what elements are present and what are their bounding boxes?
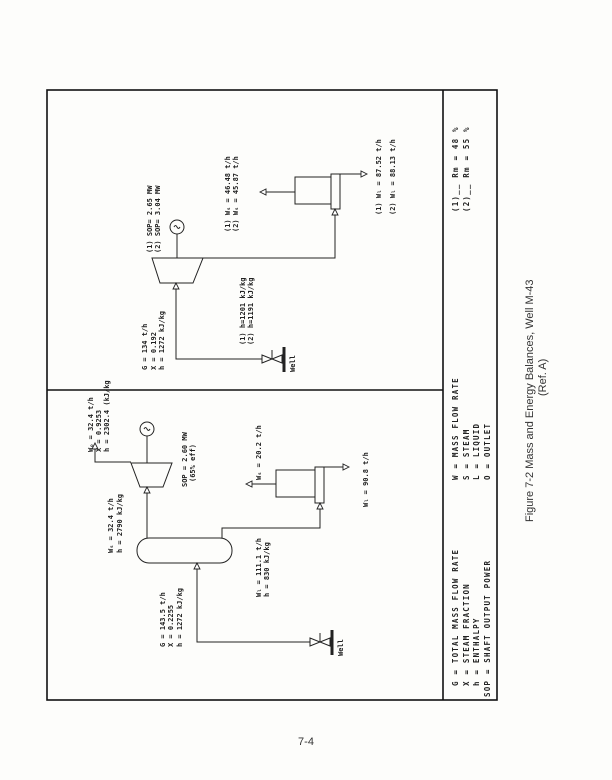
separator-liquid-enthalpy-label: h = 830 kJ/kg: [263, 542, 271, 597]
exhaust-flow-label: Wₒ = 32.4 t/h: [87, 397, 95, 452]
well-label: Well: [289, 355, 297, 372]
sop-case1-label: (1) SOP= 2.65 MW: [146, 185, 154, 253]
flash-steam-arrow-icon: [244, 480, 253, 488]
flash-steam-label: Wₛ = 20.2 t/h: [255, 425, 263, 480]
legend-item: W = MASS FLOW RATE: [451, 377, 460, 480]
well-flow-label: G = 134 t/h: [141, 324, 149, 370]
flash-tank-icon: [314, 466, 325, 504]
exhaust-enthalpy-label: h = 2302.4 (kJ/kg: [103, 380, 111, 452]
well-flow-label: G = 143.5 t/h: [159, 592, 167, 647]
exhaust-enthalpy-case1-label: (1) h=1201 kJ/kg: [239, 278, 247, 345]
separator-liquid-line: [221, 509, 321, 538]
legend-case1: (1)__ Rm = 48 %: [451, 126, 460, 212]
flash-steam-dome-icon: [294, 176, 332, 205]
wellhead-valve-icon: [261, 347, 286, 372]
exhaust-fraction-label: X = 0.9253: [95, 410, 103, 452]
well-fraction-label: X = 0.192: [150, 332, 158, 370]
right-diagram: Well (1) SOP= 2.65 MW (2) SOP= 3.04 MW G…: [141, 139, 397, 372]
page-number: 7-4: [298, 736, 314, 748]
wellhead-valve-icon: [309, 630, 334, 655]
left-diagram: Well Wₒ = 32.4 t/h X = 0.9253 h = 2302.4…: [87, 380, 370, 656]
legend-item: L = LIQUID: [472, 423, 481, 480]
turbine-inlet-enthalpy-label: h = 2790 kJ/kg: [116, 494, 124, 553]
figure-caption: Figure 7-2 Mass and Energy Balances, Wel…: [524, 279, 536, 522]
flash-inlet-arrow-icon: [316, 501, 324, 510]
legend-item: h = ENTHALPY: [472, 617, 481, 686]
steam-arrow-icon: [143, 485, 151, 494]
well-label: Well: [337, 639, 345, 656]
turbine-exhaust-line: [203, 215, 336, 259]
figure-frame: [46, 89, 498, 701]
flash-tank-icon: [330, 173, 341, 210]
figure-caption-ref: (Ref. A): [537, 359, 549, 396]
exhaust-line: [94, 448, 131, 463]
generator-sine-icon: [143, 427, 151, 431]
well-fraction-label: X = 0.2255: [167, 605, 175, 647]
turbine-inlet-flow-label: Wₛ = 32.4 t/h: [107, 498, 115, 553]
legend-item: X = STEAM FRACTION: [462, 583, 471, 686]
exhaust-arrow-icon: [91, 441, 99, 450]
well-inlet-line: [175, 289, 262, 360]
generator-sine-icon: [173, 225, 181, 229]
inlet-arrow-icon: [193, 561, 201, 570]
flash-steam-case2-label: (2) Wₛ = 45.87 t/h: [232, 156, 240, 232]
liquid-out-arrow-icon: [360, 170, 369, 178]
flash-steam-case1-label: (1) Wₛ = 46.48 t/h: [224, 156, 232, 232]
legend-item: G = TOTAL MASS FLOW RATE: [451, 549, 460, 686]
liquid-out-case2-label: (2) Wₗ = 88.13 t/h: [389, 139, 397, 215]
well-inlet-line: [196, 569, 310, 643]
liquid-out-label: Wₗ = 90.8 t/h: [362, 452, 370, 507]
legend-item: O = OUTLET: [483, 423, 492, 480]
separator-liquid-flow-label: Wₗ = 111.1 t/h: [255, 538, 263, 597]
separator-vessel-icon: [136, 537, 233, 564]
sop-label: SOP = 2.60 MW: [181, 431, 189, 487]
sop-case2-label: (2) SOP= 3.04 MW: [154, 185, 162, 253]
legend: G = TOTAL MASS FLOW RATE X = STEAM FRACT…: [451, 126, 492, 697]
liquid-out-case1-label: (1) Wₗ = 87.52 t/h: [375, 139, 383, 215]
flash-steam-dome-icon: [275, 469, 316, 498]
exhaust-enthalpy-case2-label: (2) h=1191 kJ/kg: [247, 278, 255, 345]
inlet-arrow-icon: [172, 281, 180, 290]
flash-inlet-arrow-icon: [331, 207, 339, 216]
legend-case2: (2)__ Rm = 55 %: [462, 126, 471, 212]
legend-item: SOP = SHAFT OUTPUT POWER: [483, 560, 492, 697]
flash-steam-arrow-icon: [258, 188, 267, 196]
well-enthalpy-label: h = 1272 kJ/kg: [158, 311, 166, 370]
liquid-out-arrow-icon: [342, 463, 351, 471]
turbine-icon: [151, 257, 204, 284]
turbine-icon: [130, 462, 173, 488]
legend-item: S = STEAM: [462, 429, 471, 480]
well-enthalpy-label: h = 1272 kJ/kg: [176, 588, 184, 647]
efficiency-label: (65% eff): [189, 444, 197, 482]
